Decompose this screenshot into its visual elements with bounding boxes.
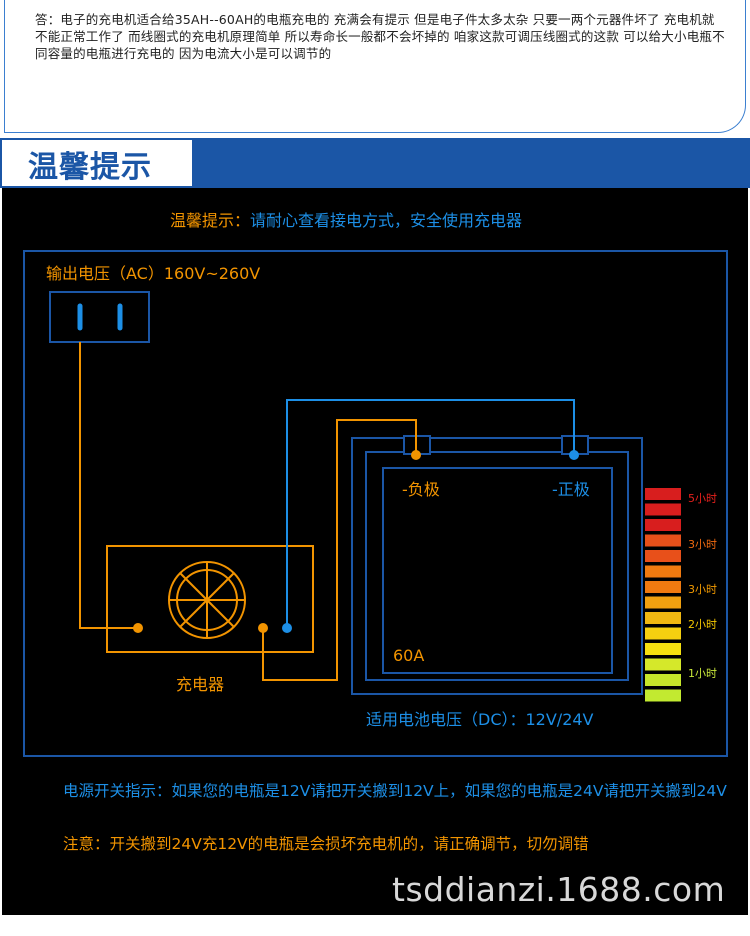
- diagram-frame: [23, 250, 728, 757]
- charger-label: 充电器: [176, 675, 225, 694]
- ac-input-terminal: [133, 623, 143, 633]
- time-label: 5小时: [688, 492, 717, 505]
- charger-body: [106, 545, 314, 653]
- time-label: 2小时: [688, 618, 717, 631]
- charge-level-bar: [645, 689, 681, 702]
- wall-outlet: [49, 291, 150, 343]
- positive-wire: [286, 399, 575, 628]
- battery-current-label: 60A: [393, 646, 425, 665]
- charge-level-bar: [645, 674, 681, 686]
- answer-text: 答：电子的充电机适合给35AH--60AH的电瓶充电的 充满会有提示 但是电子件…: [35, 12, 725, 61]
- battery-negative-terminal: [411, 450, 421, 460]
- watermark: tsddianzi.1688.com: [392, 870, 726, 909]
- diagram-tip-body: 请耐心查看接电方式，安全使用充电器: [250, 211, 523, 230]
- wiring-diagram-panel: [2, 188, 748, 915]
- diagram-tip: 温馨提示：请耐心查看接电方式，安全使用充电器: [170, 207, 522, 231]
- charge-level-bar: [645, 565, 681, 578]
- switch-instruction: 电源开关指示：如果您的电瓶是12V请把开关搬到12V上，如果您的电瓶是24V请把…: [63, 782, 727, 800]
- time-label: 3小时: [688, 538, 717, 551]
- positive-terminal-label: -正极: [552, 480, 590, 499]
- warning-note: 注意：开关搬到24V充12V的电瓶是会损坏充电机的，请正确调节，切勿调错: [63, 835, 589, 853]
- charge-level-bar: [645, 612, 681, 624]
- charger-negative-terminal: [258, 623, 268, 633]
- diagram-tip-prefix: 温馨提示：: [170, 211, 251, 230]
- battery-middle: [365, 451, 629, 681]
- charge-level-bar: [645, 627, 681, 640]
- negative-terminal-label: -负极: [402, 480, 440, 499]
- charge-level-bar: [645, 519, 681, 531]
- battery-outer: [351, 437, 643, 695]
- section-title-tab: [2, 140, 192, 186]
- time-label: 3小时: [688, 583, 717, 596]
- battery-positive-terminal: [569, 450, 579, 460]
- charger-positive-terminal: [282, 623, 292, 633]
- ac-input-wire: [79, 342, 138, 629]
- charge-level-bar: [645, 488, 681, 500]
- answer-box: 答：电子的充电机适合给35AH--60AH的电瓶充电的 充满会有提示 但是电子件…: [4, 0, 746, 133]
- negative-wire: [262, 419, 417, 681]
- charge-level-bar: [645, 596, 681, 609]
- charge-level-bars: [645, 488, 681, 702]
- time-label: 1小时: [688, 667, 717, 680]
- charge-level-bar: [645, 503, 681, 516]
- charge-level-bar: [645, 658, 681, 671]
- output-voltage-label: 输出电压（AC）160V~260V: [46, 264, 261, 283]
- fan-icon: [168, 561, 246, 639]
- battery-inner: [382, 467, 613, 674]
- charge-level-bar: [645, 581, 681, 593]
- battery-voltage-label: 适用电池电压（DC）：12V/24V: [366, 710, 594, 729]
- charge-level-bar: [645, 534, 681, 547]
- section-title: 温馨提示: [28, 150, 152, 185]
- charge-level-bar: [645, 550, 681, 562]
- charge-level-bar: [645, 643, 681, 655]
